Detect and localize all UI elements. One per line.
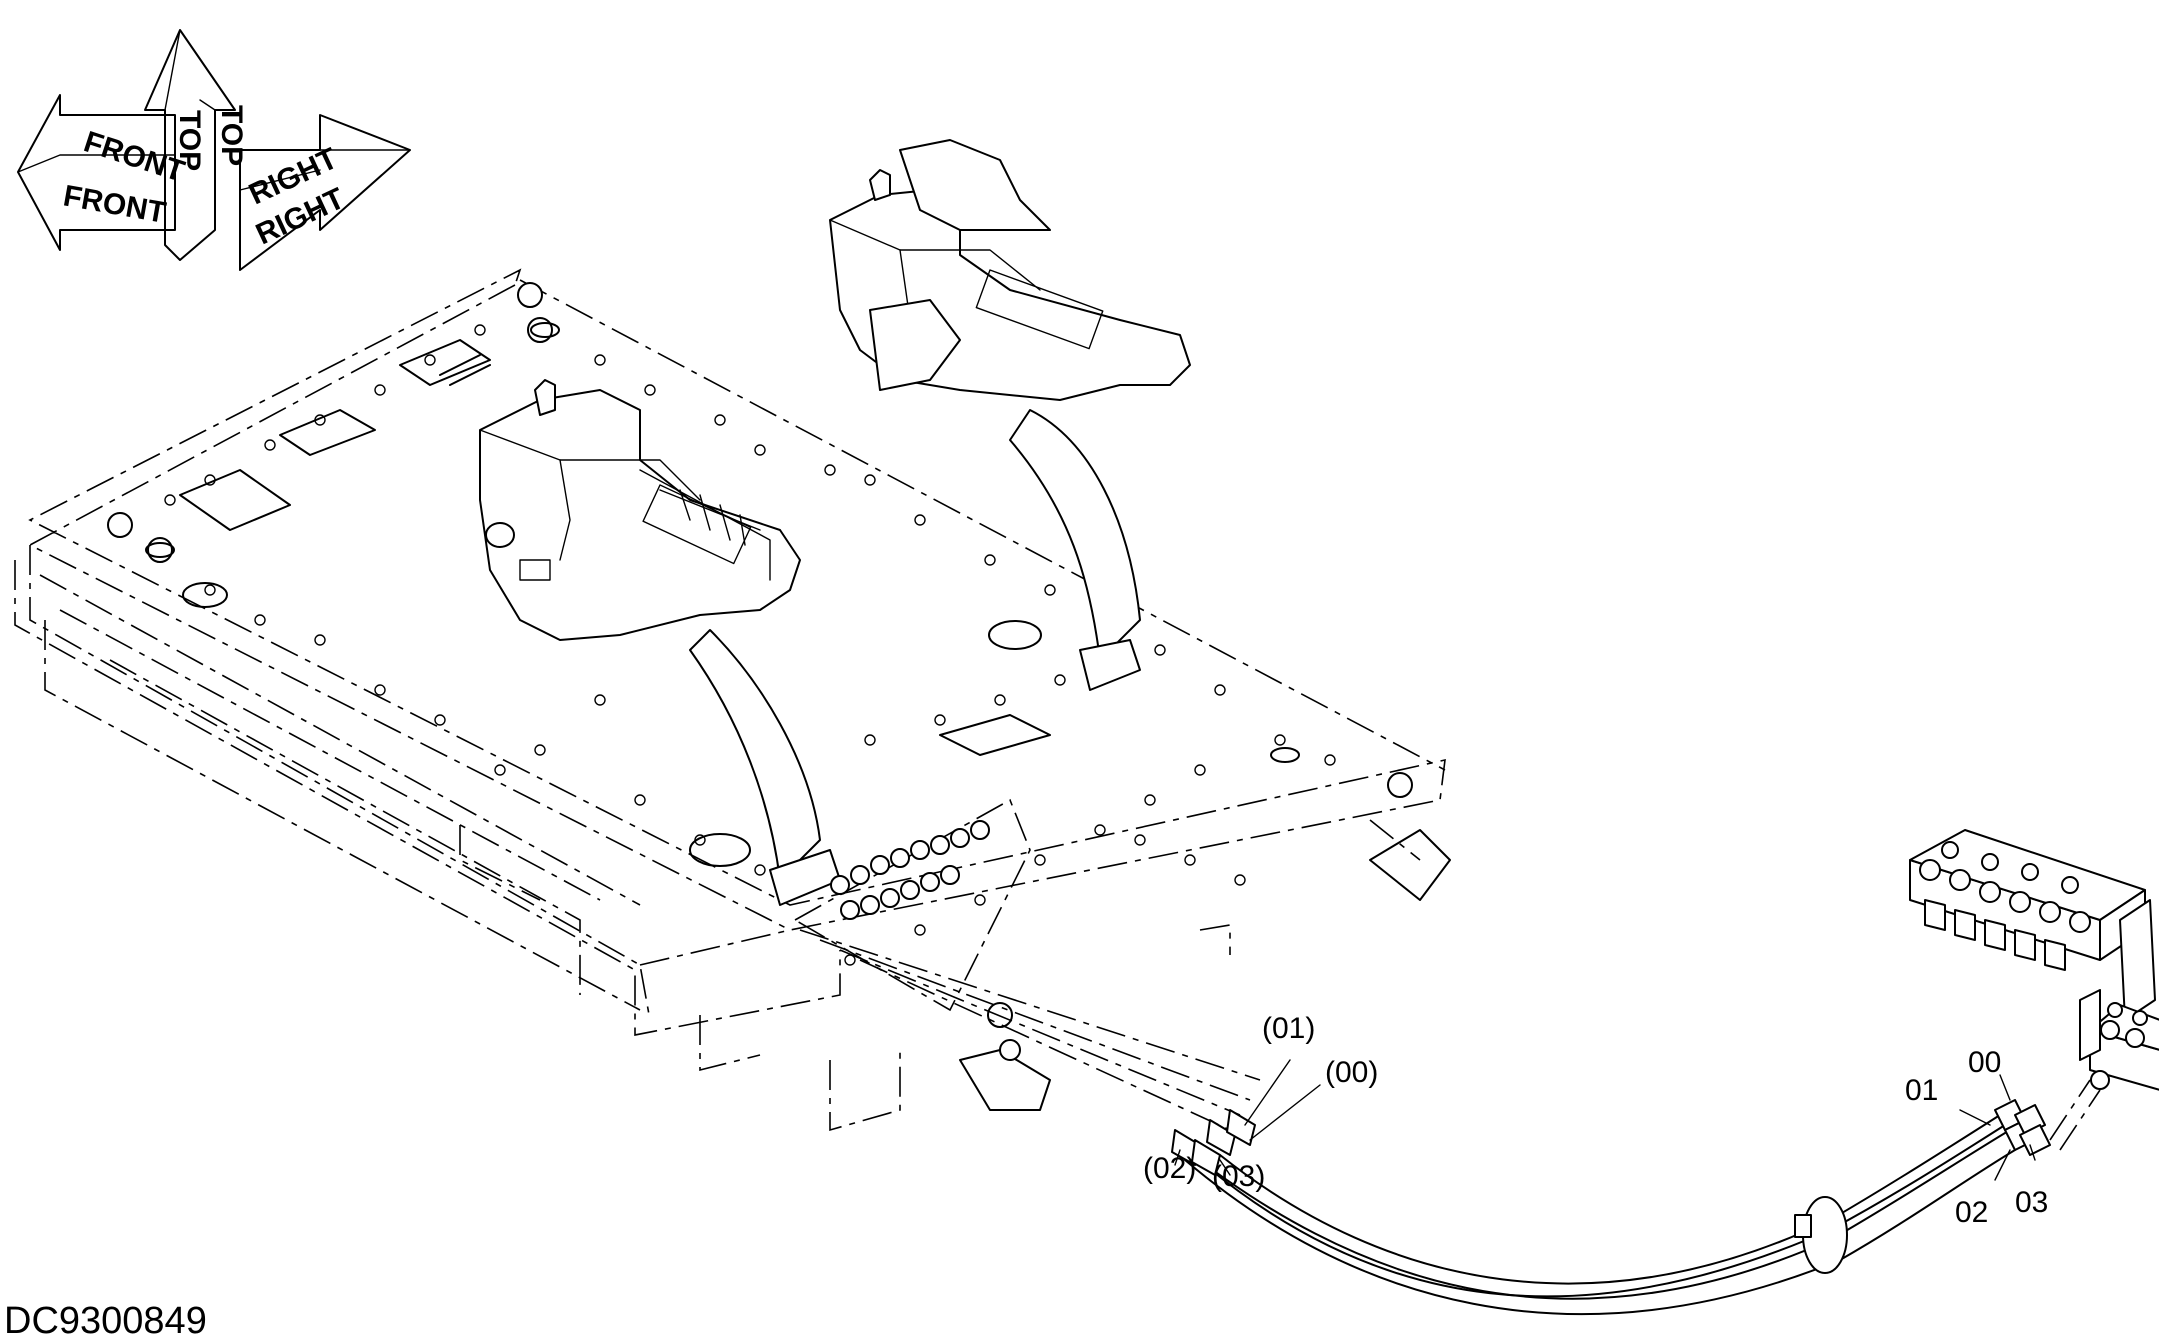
front-label-upper: FRONT — [80, 125, 188, 188]
front-label-lower: FRONT — [61, 179, 168, 229]
label-port-03: 03 — [2015, 1186, 2048, 1219]
label-hose-01: (01) — [1262, 1012, 1315, 1045]
pilot-hoses — [1171, 1059, 2051, 1315]
front-arrow-shape — [17, 94, 176, 251]
label-port-01: 01 — [1905, 1074, 1938, 1107]
callout-labels: (01) (00) (02) (03) 00 01 02 03 — [1143, 1012, 2048, 1229]
drawing-code: DC9300849 — [4, 1300, 207, 1342]
label-hose-00: (00) — [1325, 1056, 1378, 1089]
label-port-02: 02 — [1955, 1196, 1988, 1229]
mounting-bolts — [107, 282, 1413, 1061]
right-control-lever — [829, 139, 1191, 691]
pilot-valve-fittings — [793, 798, 1261, 1131]
top-label-left: TOP — [173, 110, 206, 171]
label-hose-03: (03) — [1212, 1160, 1265, 1193]
orientation-indicator: FRONT FRONT TOP TOP RIGHT RIGHT — [17, 29, 411, 271]
left-control-lever — [479, 379, 841, 906]
top-arrow-shape — [144, 29, 236, 261]
top-label-right: TOP — [215, 105, 248, 166]
label-hose-02: (02) — [1143, 1152, 1196, 1185]
valve-manifold — [1909, 829, 2159, 1151]
label-port-00: 00 — [1968, 1046, 2001, 1079]
floor-plate — [14, 268, 1451, 1132]
plate-holes — [164, 324, 1336, 966]
right-arrow-shape — [239, 114, 411, 271]
plate-openings — [145, 322, 1300, 867]
